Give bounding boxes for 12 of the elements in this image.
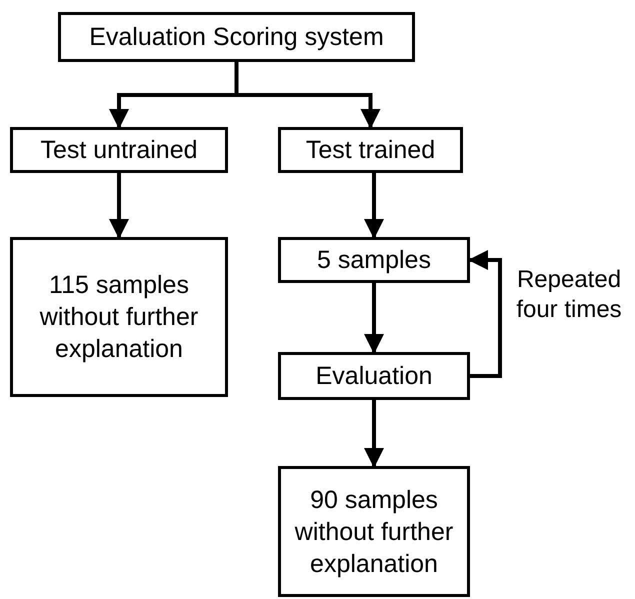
arrow (364, 400, 384, 468)
process-box: 5 samples (278, 237, 470, 283)
arrow (364, 173, 384, 239)
arrow (364, 283, 384, 354)
process-box: Evaluation Scoring system (58, 12, 415, 62)
process-box: Test untrained (10, 127, 228, 173)
arrow (109, 173, 129, 239)
process-box: Evaluation (278, 352, 470, 400)
process-box: 115 samples without further explanation (10, 237, 228, 397)
arrow (468, 250, 502, 378)
process-box: Test trained (278, 127, 463, 173)
process-box: 90 samples without further explanation (278, 466, 470, 597)
